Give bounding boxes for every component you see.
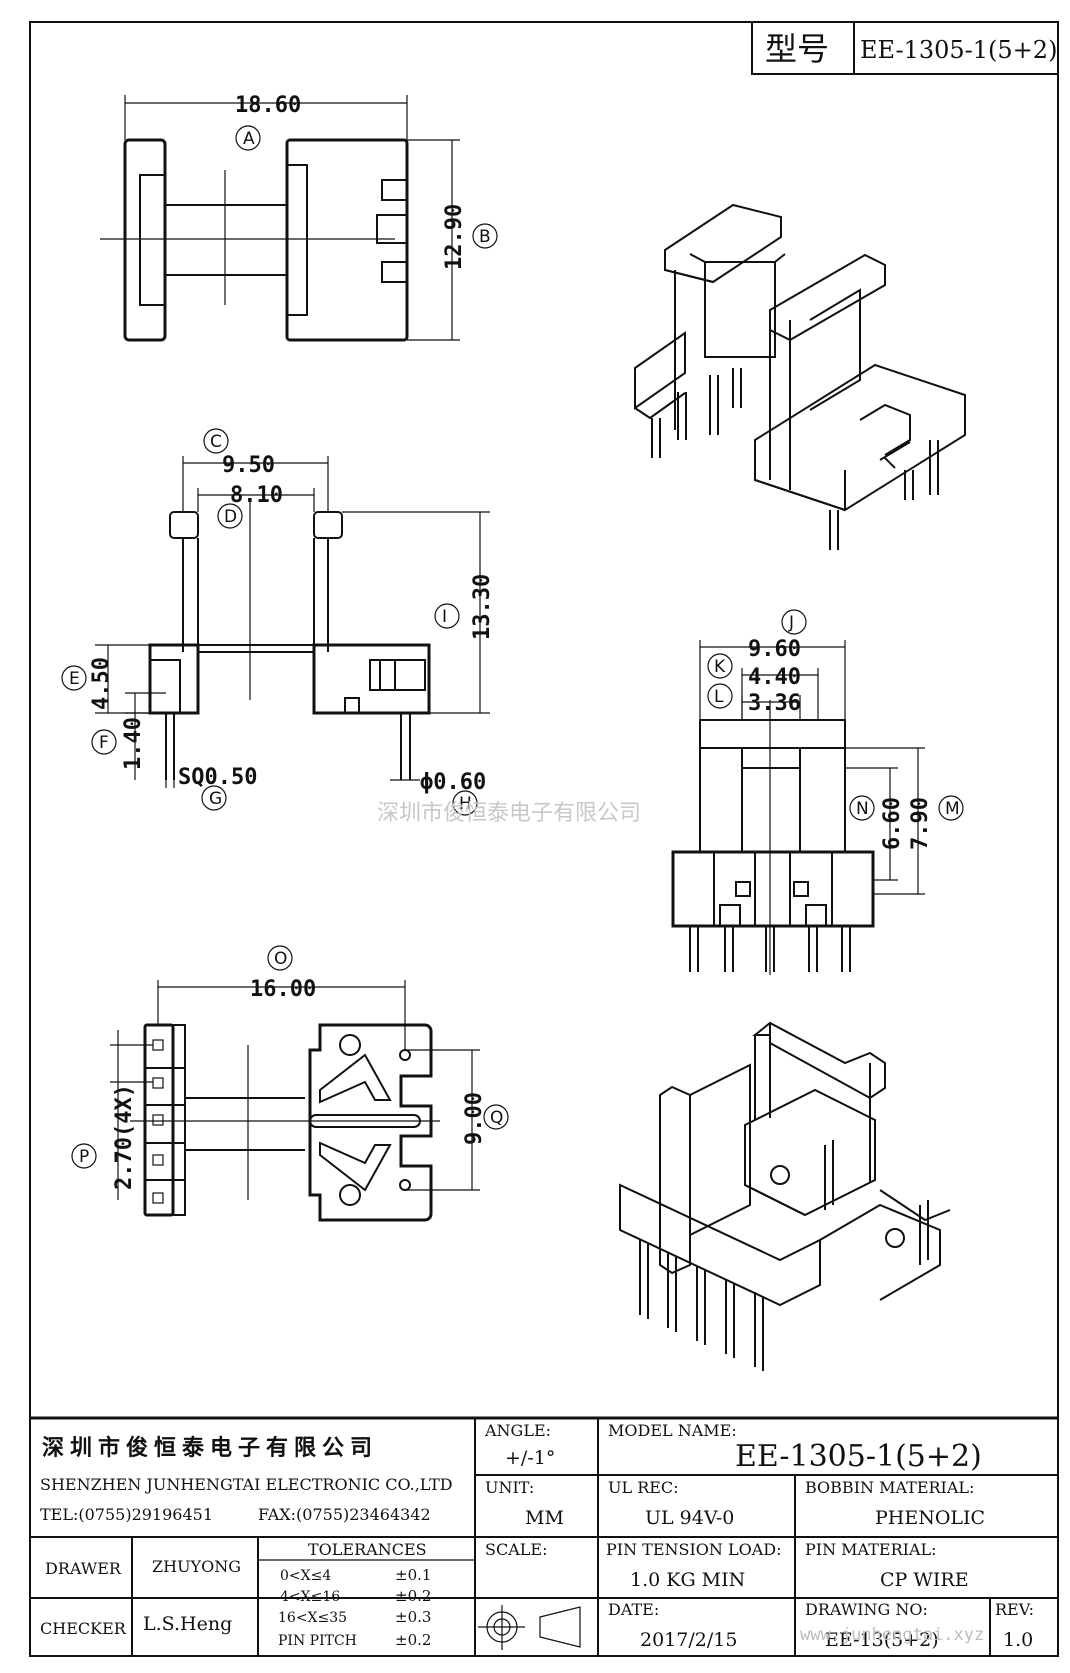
callout-k: K bbox=[714, 657, 726, 677]
checker-label: CHECKER bbox=[40, 1619, 127, 1638]
title-block: 深圳市俊恒泰电子有限公司 SHENZHEN JUNHENGTAI ELECTRO… bbox=[30, 1416, 1058, 1656]
unit-value: MM bbox=[525, 1507, 564, 1529]
model-header-label: 型号 bbox=[765, 30, 829, 68]
company-cn: 深圳市俊恒泰电子有限公司 bbox=[42, 1435, 378, 1461]
side-view-top: 18.60 A 12.90 B bbox=[100, 93, 498, 342]
dim-a: 18.60 bbox=[235, 93, 301, 118]
callout-b: B bbox=[479, 227, 491, 247]
drawer-label: DRAWER bbox=[45, 1559, 122, 1578]
rev-label: REV: bbox=[995, 1600, 1034, 1619]
dim-h: ϕ0.60 bbox=[420, 770, 486, 795]
callout-q: Q bbox=[490, 1108, 503, 1128]
drawing-no-label: DRAWING NO: bbox=[805, 1600, 928, 1619]
dim-b: 12.90 bbox=[442, 204, 467, 270]
company-en: SHENZHEN JUNHENGTAI ELECTRONIC CO.,LTD bbox=[40, 1475, 453, 1494]
callout-n: N bbox=[856, 799, 869, 819]
dim-m: 7.90 bbox=[908, 797, 933, 850]
callout-d: D bbox=[224, 507, 237, 527]
rev-value: 1.0 bbox=[1003, 1629, 1033, 1651]
callout-f: F bbox=[99, 733, 109, 753]
tolerance-value-1: ±0.1 bbox=[395, 1566, 431, 1584]
tolerance-range-2: 4<X≤16 bbox=[280, 1589, 340, 1605]
tolerances-label: TOLERANCES bbox=[308, 1540, 427, 1559]
callout-i: I bbox=[442, 607, 447, 627]
drawer-value: ZHUYONG bbox=[152, 1557, 241, 1576]
model-header-value: EE-1305-1(5+2) bbox=[860, 36, 1057, 64]
pin-tension-value: 1.0 KG MIN bbox=[630, 1569, 745, 1591]
tolerance-range-3: 16<X≤35 bbox=[278, 1610, 347, 1626]
ul-label: UL REC: bbox=[608, 1478, 679, 1497]
angle-value: +/-1° bbox=[505, 1447, 555, 1469]
checker-value: L.S.Heng bbox=[143, 1613, 232, 1635]
watermark-url: www.junhengtai.xyz bbox=[800, 1625, 984, 1645]
drawing-no-value: EE-13(5+2) bbox=[825, 1629, 939, 1651]
dim-d: 8.10 bbox=[230, 483, 283, 508]
isometric-view-bottom bbox=[619, 1021, 951, 1371]
bobbin-label: BOBBIN MATERIAL: bbox=[805, 1478, 974, 1497]
dim-q: 9.00 bbox=[462, 1092, 487, 1145]
date-label: DATE: bbox=[608, 1600, 659, 1619]
callout-a: A bbox=[243, 129, 255, 149]
side-view-right: 9.60 J 4.40 K 3.36 L 7.90 M 6.60 N bbox=[671, 609, 964, 975]
company-fax: FAX:(0755)23464342 bbox=[258, 1505, 431, 1524]
tolerance-range-1: 0<X≤4 bbox=[280, 1568, 331, 1584]
company-tel: TEL:(0755)29196451 bbox=[40, 1505, 213, 1524]
bobbin-value: PHENOLIC bbox=[875, 1507, 985, 1529]
angle-label: ANGLE: bbox=[484, 1421, 551, 1440]
callout-j: J bbox=[788, 613, 794, 633]
ul-value: UL 94V-0 bbox=[645, 1507, 734, 1529]
dim-k: 4.40 bbox=[748, 665, 801, 690]
dim-j: 9.60 bbox=[748, 637, 801, 662]
callout-l: L bbox=[714, 687, 724, 707]
unit-label: UNIT: bbox=[485, 1478, 534, 1497]
dim-g: SQ0.50 bbox=[178, 765, 257, 790]
dim-o: 16.00 bbox=[250, 977, 316, 1002]
tolerance-value-4: ±0.2 bbox=[395, 1631, 431, 1649]
bottom-view: 16.00 O 2.70(4X) P 9.00 Q bbox=[71, 945, 509, 1222]
callout-h: H bbox=[459, 794, 472, 814]
dim-p: 2.70(4X) bbox=[112, 1084, 137, 1190]
scale-label: SCALE: bbox=[485, 1540, 547, 1559]
model-header: 型号 EE-1305-1(5+2) bbox=[751, 21, 1059, 75]
dim-f: 1.40 bbox=[121, 717, 146, 770]
model-name-label: MODEL NAME: bbox=[608, 1421, 737, 1440]
callout-g: G bbox=[209, 789, 222, 809]
tolerance-range-4: PIN PITCH bbox=[278, 1633, 357, 1649]
dim-i: 13.30 bbox=[470, 574, 495, 640]
callout-e: E bbox=[69, 669, 80, 689]
pin-material-label: PIN MATERIAL: bbox=[805, 1540, 937, 1559]
callout-o: O bbox=[274, 949, 287, 969]
tolerance-value-2: ±0.2 bbox=[395, 1587, 431, 1605]
dim-c: 9.50 bbox=[222, 453, 275, 478]
front-view: 9.50 C 8.10 D 13.30 I 4.50 E 1.40 F SQ0.… bbox=[61, 428, 495, 816]
watermark-text: 深圳市俊恒泰电子有限公司 bbox=[377, 801, 641, 826]
tolerance-value-3: ±0.3 bbox=[395, 1608, 431, 1626]
projection-symbol bbox=[478, 1605, 581, 1650]
date-value: 2017/2/15 bbox=[640, 1629, 737, 1651]
sheet-border bbox=[29, 21, 1059, 1657]
pin-material-value: CP WIRE bbox=[880, 1569, 969, 1591]
callout-p: P bbox=[79, 1147, 89, 1167]
pin-tension-label: PIN TENSION LOAD: bbox=[606, 1540, 782, 1559]
isometric-view-top bbox=[634, 203, 966, 550]
model-name-value: EE-1305-1(5+2) bbox=[735, 1439, 982, 1474]
dim-e: 4.50 bbox=[89, 657, 114, 710]
dim-n: 6.60 bbox=[880, 797, 905, 850]
callout-c: C bbox=[210, 432, 222, 452]
callout-m: M bbox=[945, 799, 960, 819]
dim-l: 3.36 bbox=[748, 691, 801, 716]
